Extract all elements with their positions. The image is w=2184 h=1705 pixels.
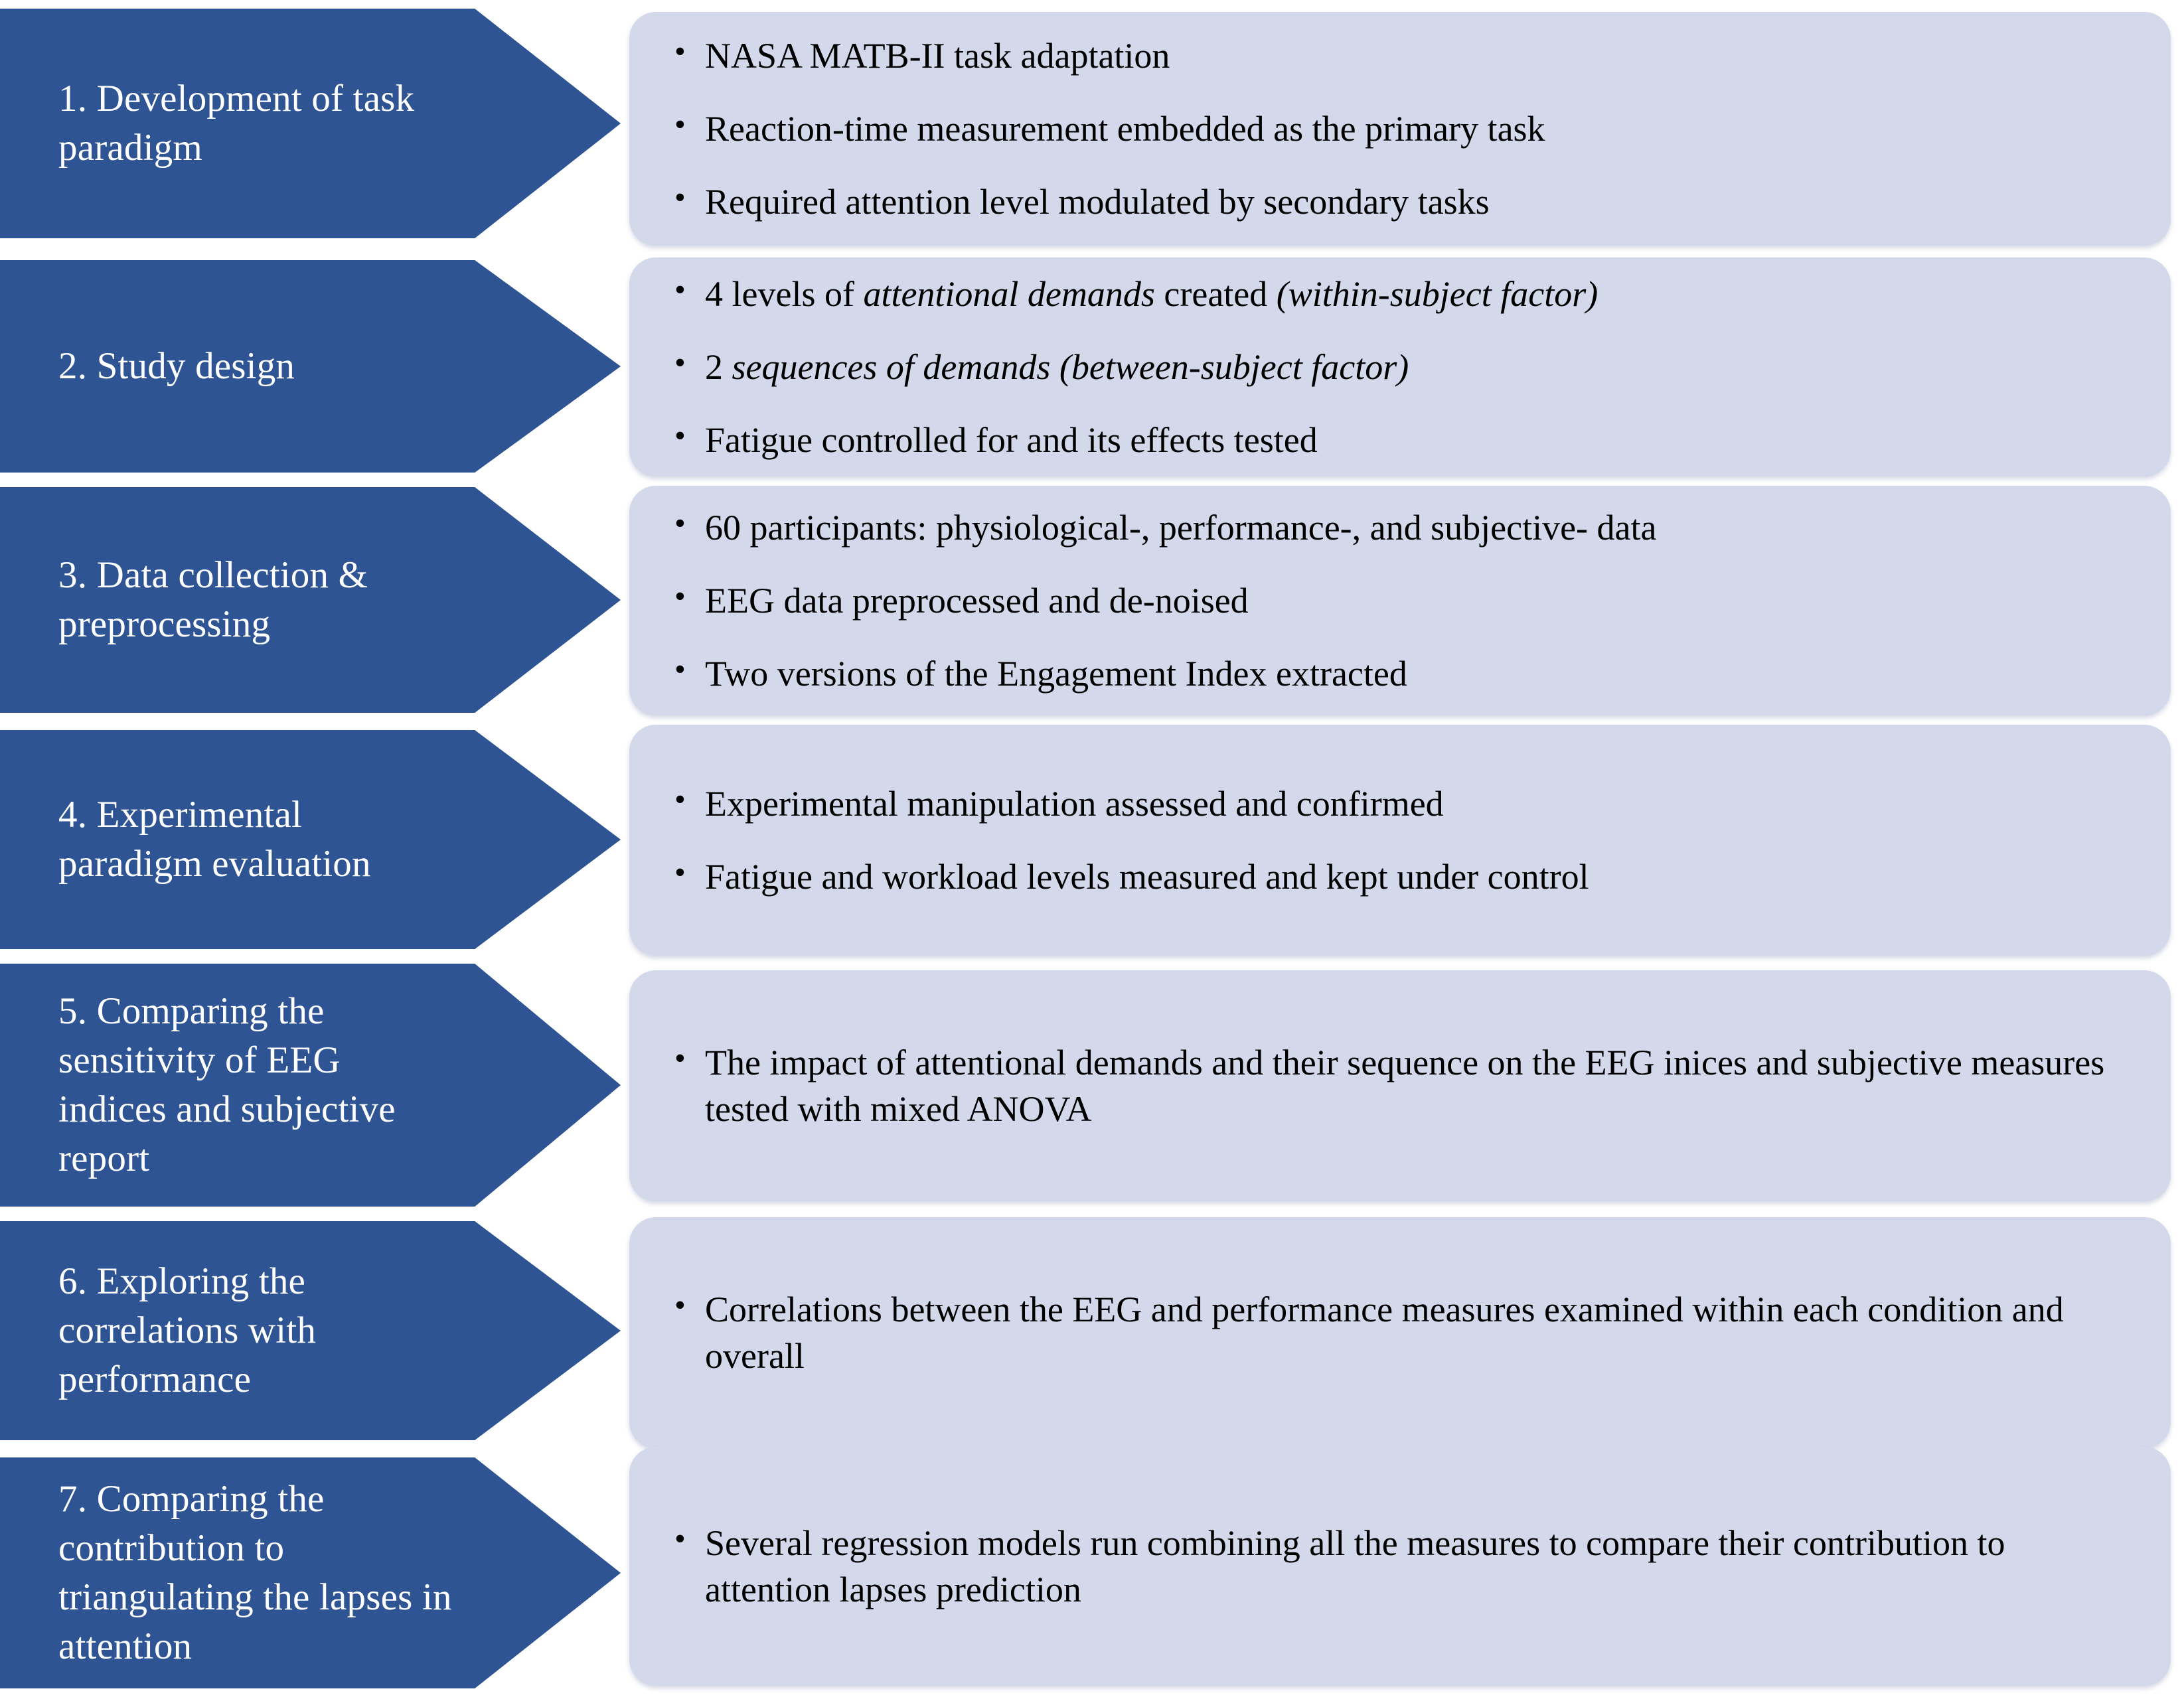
step-arrow-label-5: 5. Comparing the sensitivity of EEG indi… [58,990,396,1180]
list-item: Two versions of the Engagement Index ext… [670,649,2132,697]
list-item: 4 levels of attentional demands created … [670,269,2132,317]
bullet-list-6: Correlations between the EEG and perform… [670,1285,2132,1379]
list-item: EEG data preprocessed and de-noised [670,576,2132,624]
list-item: Several regression models run combining … [670,1519,2132,1613]
list-item: Required attention level modulated by se… [670,177,2132,225]
process-step-row-3: 3. Data collection & preprocessing 60 pa… [0,486,2184,715]
bullet-text-plain: created [1154,273,1277,314]
step-arrow-2[interactable]: 2. Study design [0,260,621,473]
step-arrow-1[interactable]: 1. Development of task paradigm [0,9,621,238]
bullet-list-4: Experimental manipulation assessed and c… [670,779,2132,900]
list-item: 2 sequences of demands (between-subject … [670,342,2132,390]
step-detail-panel-1: NASA MATB-II task adaptation Reaction-ti… [629,12,2171,246]
list-item: Reaction-time measurement embedded as th… [670,104,2132,152]
bullet-list-5: The impact of attentional demands and th… [670,1038,2132,1132]
bullet-text-plain: 2 [705,346,732,387]
step-arrow-7[interactable]: 7. Comparing the contribution to triangu… [0,1457,621,1688]
step-detail-panel-5: The impact of attentional demands and th… [629,970,2171,1201]
step-arrow-6[interactable]: 6. Exploring the correlations with perfo… [0,1221,621,1440]
bullet-text-plain: 4 levels of [705,273,864,314]
step-arrow-label-4: 4. Experimental paradigm evaluation [58,793,371,885]
list-item: Fatigue controlled for and its effects t… [670,415,2132,463]
process-step-row-5: 5. Comparing the sensitivity of EEG indi… [0,964,2184,1207]
list-item: 60 participants: physiological-, perform… [670,503,2132,551]
step-arrow-label-3: 3. Data collection & preprocessing [58,554,368,645]
step-arrow-label-7: 7. Comparing the contribution to triangu… [58,1477,452,1668]
process-step-row-1: 1. Development of task paradigm NASA MAT… [0,9,2184,246]
process-step-row-2: 2. Study design 4 levels of attentional … [0,258,2184,477]
step-arrow-label-6: 6. Exploring the correlations with perfo… [58,1260,317,1401]
bullet-text-emphasis: sequences of demands (between-subject fa… [732,346,1409,387]
step-detail-panel-4: Experimental manipulation assessed and c… [629,725,2171,956]
bullet-text-emphasis: (within-subject factor) [1276,273,1599,314]
step-arrow-label-1: 1. Development of task paradigm [58,77,415,169]
bullet-list-3: 60 participants: physiological-, perform… [670,503,2132,698]
bullet-list-7: Several regression models run combining … [670,1519,2132,1613]
bullet-list-1: NASA MATB-II task adaptation Reaction-ti… [670,31,2132,226]
process-step-row-7: 7. Comparing the contribution to triangu… [0,1447,2184,1688]
list-item: Fatigue and workload levels measured and… [670,852,2132,900]
step-detail-panel-2: 4 levels of attentional demands created … [629,258,2171,477]
process-step-row-4: 4. Experimental paradigm evaluation Expe… [0,725,2184,956]
step-arrow-4[interactable]: 4. Experimental paradigm evaluation [0,730,621,949]
list-item: The impact of attentional demands and th… [670,1038,2132,1132]
step-detail-panel-3: 60 participants: physiological-, perform… [629,486,2171,715]
list-item: NASA MATB-II task adaptation [670,31,2132,79]
list-item: Experimental manipulation assessed and c… [670,779,2132,827]
step-detail-panel-7: Several regression models run combining … [629,1447,2171,1686]
list-item: Correlations between the EEG and perform… [670,1285,2132,1379]
bullet-list-2: 4 levels of attentional demands created … [670,269,2132,464]
step-arrow-3[interactable]: 3. Data collection & preprocessing [0,487,621,713]
step-detail-panel-6: Correlations between the EEG and perform… [629,1217,2171,1448]
bullet-text-emphasis: attentional demands [863,273,1155,314]
process-step-row-6: 6. Exploring the correlations with perfo… [0,1217,2184,1448]
step-arrow-label-2: 2. Study design [58,344,295,387]
step-arrow-5[interactable]: 5. Comparing the sensitivity of EEG indi… [0,964,621,1207]
